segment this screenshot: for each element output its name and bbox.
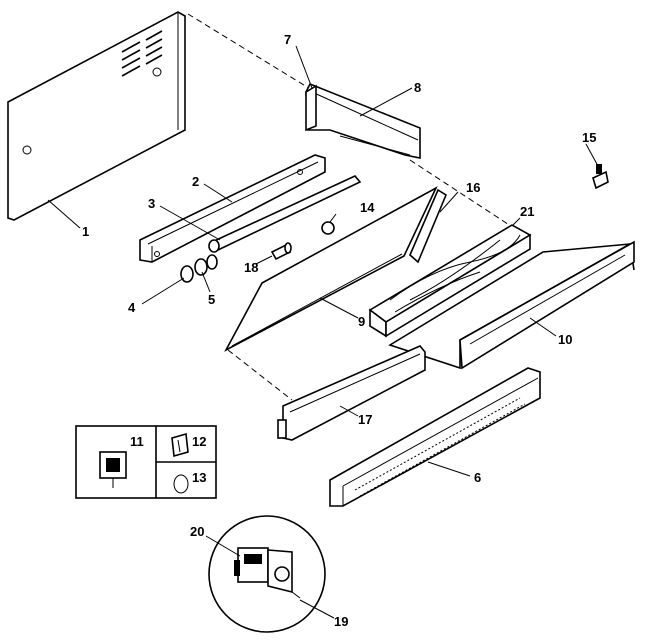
inset-parts-box bbox=[75, 425, 217, 499]
callout-5: 5 bbox=[208, 292, 215, 307]
vent-slots bbox=[121, 30, 163, 77]
callout-20: 20 bbox=[190, 524, 204, 539]
callout-13: 13 bbox=[192, 470, 206, 485]
knob-part bbox=[321, 221, 335, 235]
callout-labels: 1 2 3 4 5 6 7 8 9 10 11 12 13 14 15 16 1… bbox=[82, 32, 596, 629]
callout-2: 2 bbox=[192, 174, 199, 189]
callout-6: 6 bbox=[474, 470, 481, 485]
callout-11: 11 bbox=[130, 434, 144, 449]
alignment-lines bbox=[187, 13, 521, 401]
callout-7: 7 bbox=[284, 32, 291, 47]
upper-bracket-part bbox=[305, 82, 421, 159]
callout-21: 21 bbox=[520, 204, 534, 219]
callout-18: 18 bbox=[244, 260, 258, 275]
callout-3: 3 bbox=[148, 196, 155, 211]
control-panel-part bbox=[329, 367, 541, 507]
callout-12: 12 bbox=[192, 434, 206, 449]
callout-4: 4 bbox=[128, 300, 136, 315]
lower-rail-part bbox=[277, 345, 426, 441]
insulation-block-part bbox=[368, 224, 532, 338]
heating-tube-part bbox=[208, 175, 362, 253]
callout-9: 9 bbox=[358, 314, 365, 329]
callout-8: 8 bbox=[414, 80, 421, 95]
glass-panel-part bbox=[224, 186, 438, 352]
panel-perforations bbox=[354, 397, 526, 497]
callout-15: 15 bbox=[582, 130, 596, 145]
tray-part bbox=[388, 240, 635, 370]
front-bracket-part bbox=[139, 154, 326, 263]
socket-part bbox=[180, 254, 218, 283]
callout-16: 16 bbox=[466, 180, 480, 195]
switch-assembly-part bbox=[234, 547, 301, 599]
leader-lines bbox=[47, 45, 599, 619]
bracket-clip-part bbox=[171, 432, 189, 458]
clip-part bbox=[592, 164, 609, 190]
back-panel-part bbox=[7, 11, 186, 221]
callout-1: 1 bbox=[82, 224, 89, 239]
ring-part bbox=[173, 474, 189, 494]
callout-10: 10 bbox=[558, 332, 572, 347]
callout-19: 19 bbox=[334, 614, 348, 629]
connector-part bbox=[270, 242, 292, 261]
callout-17: 17 bbox=[358, 412, 372, 427]
motor-part bbox=[99, 451, 127, 488]
callout-14: 14 bbox=[360, 200, 375, 215]
circle-inset bbox=[208, 515, 326, 633]
trim-strip-part bbox=[409, 188, 448, 264]
